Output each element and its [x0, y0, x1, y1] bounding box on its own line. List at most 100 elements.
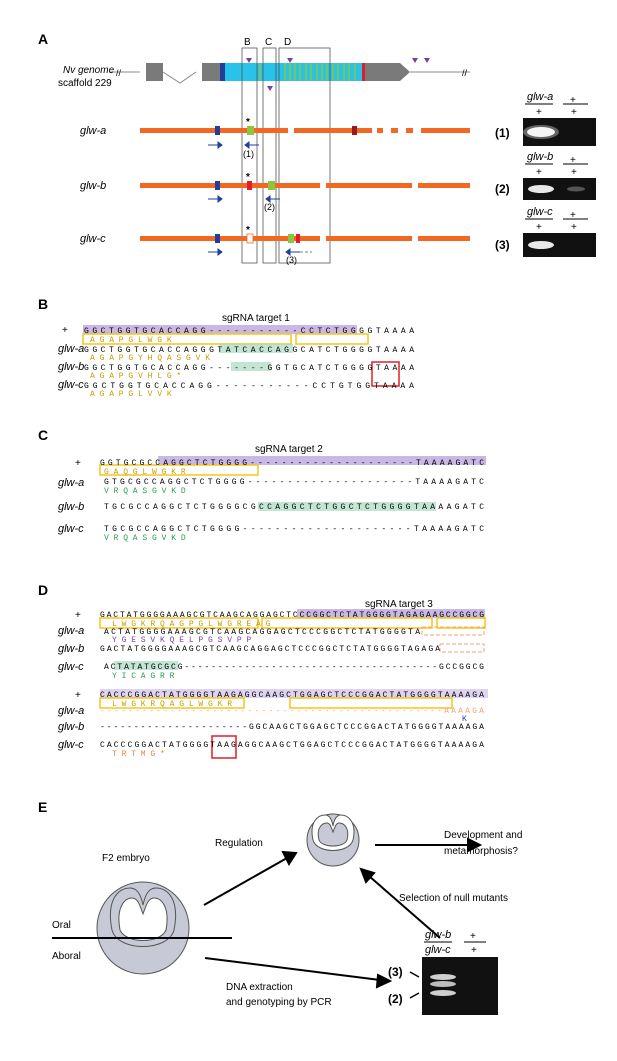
aa-b-b: A G A P G V H L G *: [90, 372, 181, 381]
aa-d-a-2: K: [462, 715, 467, 724]
gel-2-mut-plus: +: [536, 167, 542, 178]
gel-e-wt-top: +: [470, 931, 476, 942]
seq-d-c-1: ACTATATGCGCG----------------------------…: [104, 663, 484, 672]
metamorphosis-label: metamorphosis?: [444, 846, 518, 857]
gene-model: // //: [110, 58, 470, 91]
target-3-aa-box-a: [99, 617, 259, 629]
deletion-box-d-a-1: [421, 626, 485, 636]
gel-1-mut-label: glw-a: [527, 91, 553, 103]
target-1-aa-box-a: [82, 333, 292, 345]
gel-number-2: (2): [495, 182, 510, 196]
aa-c-c: V R Q A S G V K D: [104, 534, 186, 543]
target-3-aa-box-c: [436, 617, 486, 629]
panel-b-label: B: [38, 296, 48, 312]
band-3-tick: [409, 971, 420, 978]
regulation-label: Regulation: [215, 838, 263, 849]
row-label-c-a: glw-a: [58, 477, 84, 489]
gel-1-wt-top: +: [570, 95, 576, 106]
band-2-tick: [409, 992, 420, 999]
gel-1-wt-bottom: +: [571, 107, 577, 118]
oral-label: Oral: [52, 920, 71, 931]
null-mutant-embryo: [306, 813, 360, 867]
f2-embryo-label: F2 embryo: [102, 853, 150, 864]
row-label-d-a-2: glw-a: [58, 705, 84, 717]
row-label-c-wt: +: [75, 458, 81, 469]
aboral-label: Aboral: [52, 951, 81, 962]
seq-c-c: TGCGCCAGGCTCTGGGG---------------------TA…: [104, 525, 484, 534]
seq-c-b: TGCGCCAGGCTCTGGGGCGCCAGGCTCTGGCTCTGGGGTA…: [104, 503, 484, 512]
box-label-c: C: [265, 37, 272, 48]
primer-label-3: (3): [286, 255, 297, 265]
development-label: Development and: [444, 830, 522, 841]
seq-d-wt-1: GACTATGGGGAAAGCGTCAAGCAGGAGCTCCCGGCTCTAT…: [100, 611, 484, 620]
aa-d-wt-1: L W G K R Q A G P G L W G R E A G: [112, 620, 271, 629]
aa-b-c: A G A P G L V V K: [90, 390, 172, 399]
primer-label-1: (1): [243, 149, 254, 159]
gel-1: glw-a + + +: [523, 91, 596, 146]
seq-d-a-2: ----------------------------------------…: [100, 707, 484, 716]
gel-3-wt-top: +: [570, 210, 576, 221]
panel-e-label: E: [38, 799, 47, 815]
genotyping-gel: glw-b glw-c + +: [422, 929, 498, 1015]
seq-d-wt-2: CACCCGGACTATGGGGTAAGAGGCAAGCTGGAGCTCCCGG…: [100, 691, 484, 700]
region-boxes: [241, 47, 331, 264]
aa-d-wt-2: L W G K R Q A G L W G K R: [112, 700, 232, 709]
target-3-highlight: [297, 609, 485, 618]
aa-c-a: V R Q A S G V K D: [104, 487, 186, 496]
box-label-d: D: [284, 37, 291, 48]
seq-c-a: GTGCGCCAGGCTCTGGGG---------------------T…: [104, 478, 484, 487]
target-1-insert-b: [231, 362, 271, 371]
gel-1-mut-plus: +: [536, 107, 542, 118]
gel-2-mut-label: glw-b: [527, 151, 553, 163]
seq-d-a-1: ACTATGGGGAAAGCGTCAAGCAGGAGCTCCCGGCTCTATG…: [104, 628, 420, 637]
primer-arrows: [208, 141, 300, 256]
selection-label: Selection of null mutants: [399, 893, 508, 904]
target-3-aa-box-e: [289, 697, 453, 709]
aa-d-a-1: Y G E S V K Q E L P G S V P P: [112, 636, 251, 645]
transcript-label-c: glw-c: [80, 233, 106, 245]
row-label-b-b: glw-b: [58, 361, 84, 373]
target-3-highlight-2: [100, 689, 488, 698]
row-label-d-b-2: glw-b: [58, 721, 84, 733]
panel-d-label: D: [38, 582, 48, 598]
asterisk-b: *: [246, 172, 250, 183]
deletion-box-d-b-1: [439, 643, 485, 653]
aa-d-c-2: T R T M G *: [112, 750, 165, 759]
row-label-d-c-2: glw-c: [58, 739, 84, 751]
stop-codon-box-b: [371, 361, 400, 387]
row-label-b-c: glw-c: [58, 379, 84, 391]
transcript-label-a: glw-a: [80, 125, 106, 137]
seq-d-c-2: CACCCGGACTATGGGGTAAGAGGCAAGCTGGAGCTCCCGG…: [100, 741, 484, 750]
row-label-d-wt-2: +: [75, 690, 81, 701]
primer-label-2: (2): [264, 202, 275, 212]
seq-d-b-2: ----------------------GGCAAGCTGGAGCTCCCG…: [100, 723, 484, 732]
scaffold-label: scaffold 229: [58, 78, 112, 89]
sgrna-target-1-title: sgRNA target 1: [222, 313, 290, 324]
row-label-d-wt-1: +: [75, 610, 81, 621]
row-label-b-a: glw-a: [58, 343, 84, 355]
target-3-insert-c: [114, 661, 178, 670]
genotyping-label: and genotyping by PCR: [226, 997, 332, 1008]
asterisk-c: *: [246, 225, 250, 236]
band-2-label: (2): [388, 992, 403, 1006]
svg-text://: //: [116, 68, 122, 78]
gel-number-1: (1): [495, 126, 510, 140]
gel-e-wt-bottom: +: [471, 945, 477, 956]
transcript-label-b: glw-b: [80, 180, 106, 192]
gel-e-mut-bottom: glw-c: [425, 944, 451, 956]
transcript-a: [140, 126, 470, 135]
row-label-d-a-1: glw-a: [58, 625, 84, 637]
gel-2-wt-top: +: [570, 155, 576, 166]
panel-c-label: C: [38, 427, 48, 443]
sgrna-target-3-title: sgRNA target 3: [365, 599, 433, 610]
target-1-insert-a: [219, 344, 293, 353]
row-label-c-b: glw-b: [58, 501, 84, 513]
target-3-aa-box-b: [261, 617, 433, 629]
row-label-d-b-1: glw-b: [58, 643, 84, 655]
aa-b-a: A G A P G Y H Q A S G V K: [90, 354, 210, 363]
box-label-b: B: [244, 37, 251, 48]
target-3-aa-box-d: [99, 697, 245, 709]
f2-embryo: [96, 881, 190, 975]
gel-number-3: (3): [495, 238, 510, 252]
